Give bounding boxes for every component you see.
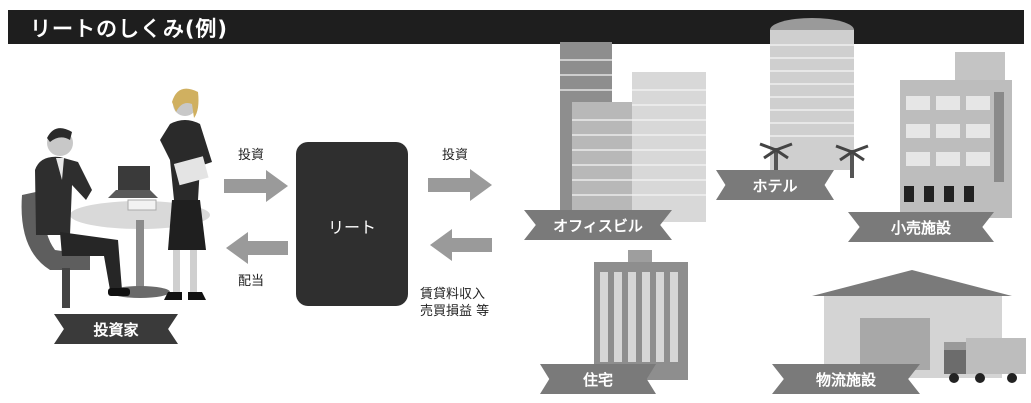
- arrow-income-to-reit: [430, 229, 492, 261]
- arrow-invest-to-reit: [224, 170, 288, 202]
- logistics-ribbon: 物流施設: [772, 364, 920, 394]
- residential-label: 住宅: [582, 370, 613, 389]
- hotel-ribbon: ホテル: [716, 170, 834, 200]
- hotel-illustration: [759, 18, 869, 178]
- arrow-invest-to-property: [428, 169, 492, 201]
- investor-label: 投資家: [93, 320, 139, 339]
- residential-ribbon: 住宅: [540, 364, 656, 394]
- retail-label: 小売施設: [890, 218, 951, 237]
- header-bar: リートのしくみ(例): [8, 10, 1024, 44]
- residential-building-illustration: [594, 250, 688, 380]
- office-buildings-illustration: [560, 42, 706, 222]
- page-title: リートのしくみ(例): [30, 17, 229, 41]
- retail-ribbon: 小売施設: [848, 212, 994, 242]
- trading-gain-label: 売買損益 等: [420, 304, 490, 319]
- invest-label-left: 投資: [238, 148, 265, 163]
- flow-arrows: [224, 169, 492, 264]
- rental-income-label: 賃貸料収入: [420, 287, 486, 302]
- investor-ribbon: 投資家: [54, 314, 178, 344]
- hotel-label: ホテル: [752, 176, 798, 195]
- dividend-label: 配当: [238, 274, 265, 289]
- invest-label-right: 投資: [442, 148, 469, 163]
- arrow-dividend-to-investor: [226, 232, 288, 264]
- office-ribbon: オフィスビル: [524, 210, 672, 240]
- reit-box: リート: [296, 142, 408, 306]
- logistics-label: 物流施設: [815, 370, 876, 389]
- retail-building-illustration: [900, 52, 1012, 218]
- reit-label: リート: [327, 218, 376, 237]
- investors-illustration: [21, 88, 212, 308]
- office-label: オフィスビル: [553, 216, 643, 235]
